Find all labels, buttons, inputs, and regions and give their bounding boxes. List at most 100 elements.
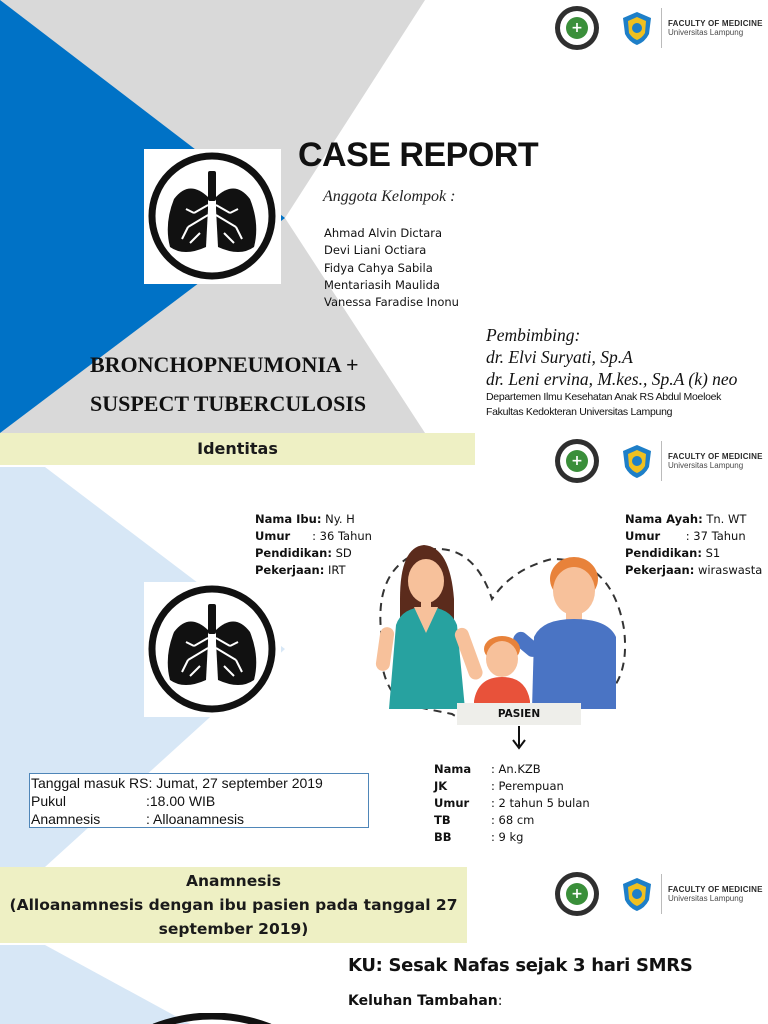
lungs-icon bbox=[152, 1013, 272, 1024]
info-key: Pendidikan: bbox=[625, 546, 702, 560]
patient-key: Nama bbox=[434, 762, 472, 776]
info-value: S1 bbox=[701, 546, 721, 560]
section-title: Anamnesis bbox=[186, 872, 281, 890]
info-row: Umur : 36 Tahun bbox=[255, 528, 372, 545]
info-key: Umur bbox=[255, 529, 291, 543]
diagnosis-line-1: BRONCHOPNEUMONIA + bbox=[90, 352, 359, 377]
university-seal-icon: + bbox=[555, 872, 599, 916]
info-key: Nama Ibu: bbox=[255, 512, 322, 526]
member-item: Ahmad Alvin Dictara bbox=[324, 226, 443, 240]
info-row: Pekerjaan: IRT bbox=[255, 562, 372, 579]
faculty-logo-text: FACULTY OF MEDICINE Universitas Lampung bbox=[668, 885, 763, 903]
member-list: Ahmad Alvin Dictara Devi Liani Octiara F… bbox=[324, 225, 459, 311]
patient-value: : 2 tahun 5 bulan bbox=[491, 796, 590, 810]
admission-row: Pukul :18.00 WIB bbox=[31, 792, 368, 810]
info-key: Pekerjaan: bbox=[255, 563, 325, 577]
section-title-bar: Anamnesis (Alloanamnesis dengan ibu pasi… bbox=[0, 867, 467, 943]
patient-row: TB : 68 cm bbox=[434, 812, 590, 829]
faculty-subtitle: Universitas Lampung bbox=[668, 894, 744, 903]
faculty-title: FACULTY OF MEDICINE bbox=[668, 884, 763, 894]
section-subtitle: september 2019) bbox=[158, 920, 309, 938]
patient-value: : 68 cm bbox=[491, 813, 535, 827]
header-logos: + FACULTY OF MEDICINE Universitas Lampun… bbox=[555, 6, 763, 50]
department-line: Departemen Ilmu Kesehatan Anak RS Abdul … bbox=[486, 391, 722, 403]
father-info: Nama Ayah: Tn. WT Umur : 37 Tahun Pendid… bbox=[625, 511, 762, 579]
patient-value: : An.KZB bbox=[491, 762, 541, 776]
patient-key: BB bbox=[434, 830, 452, 844]
info-row: Nama Ibu: Ny. H bbox=[255, 511, 372, 528]
patient-row: BB : 9 kg bbox=[434, 829, 590, 846]
university-seal-icon: + bbox=[555, 6, 599, 50]
faculty-logo-text: FACULTY OF MEDICINE Universitas Lampung bbox=[668, 19, 763, 37]
unila-shield-icon bbox=[623, 12, 651, 45]
admission-key: Tanggal masuk RS bbox=[31, 775, 149, 791]
member-item: Vanessa Faradise Inonu bbox=[324, 295, 459, 310]
slide-anamnesis: Anamnesis (Alloanamnesis dengan ibu pasi… bbox=[0, 867, 768, 1024]
patient-key: JK bbox=[434, 779, 448, 793]
member-item: Devi Liani Octiara bbox=[324, 243, 427, 258]
supervisor-name: dr. Elvi Suryati, Sp.A bbox=[486, 347, 633, 367]
unila-shield-icon bbox=[623, 878, 651, 911]
member-item: Mentariasih Maulida bbox=[324, 277, 440, 292]
section-title: Identitas bbox=[197, 439, 278, 458]
patient-key: Umur bbox=[434, 796, 470, 810]
logo-divider bbox=[661, 8, 662, 48]
patient-row: Nama : An.KZB bbox=[434, 761, 590, 778]
member-item: Fidya Cahya Sabila bbox=[324, 260, 433, 275]
header-logos: + FACULTY OF MEDICINE Universitas Lampun… bbox=[555, 439, 763, 483]
info-value: Ny. H bbox=[321, 512, 355, 526]
admission-row: Anamnesis: Alloanamnesis bbox=[31, 810, 368, 828]
admission-value: : Jumat, 27 september 2019 bbox=[148, 775, 323, 791]
diagnosis-line-2: SUSPECT TUBERCULOSIS bbox=[90, 391, 367, 416]
info-row: Pendidikan: S1 bbox=[625, 545, 762, 562]
arrow-down-icon bbox=[512, 726, 526, 750]
additional-complaints-label: Keluhan Tambahan: bbox=[348, 993, 503, 1009]
admission-value: :18.00 WIB bbox=[146, 793, 216, 809]
logo-divider bbox=[661, 441, 662, 481]
admission-box: Tanggal masuk RS: Jumat, 27 september 20… bbox=[29, 773, 369, 828]
lung-card bbox=[144, 582, 281, 717]
supervisor-name: dr. Leni ervina, M.kes., Sp.A (k) neo bbox=[486, 369, 738, 389]
diagnosis-title: BRONCHOPNEUMONIA + SUSPECT TUBERCULOSIS bbox=[90, 345, 366, 423]
members-label: Anggota Kelompok : bbox=[323, 188, 456, 205]
patient-value: : Perempuan bbox=[491, 779, 564, 793]
patient-value: : 9 kg bbox=[491, 830, 524, 844]
admission-value: : Alloanamnesis bbox=[146, 811, 245, 827]
faculty-subtitle: Universitas Lampung bbox=[668, 461, 744, 470]
lung-card bbox=[144, 149, 281, 284]
section-subtitle: (Alloanamnesis dengan ibu pasien pada ta… bbox=[9, 896, 458, 914]
info-row: Pekerjaan: wiraswasta bbox=[625, 562, 762, 579]
lungs-icon bbox=[148, 585, 276, 713]
unila-shield-icon bbox=[623, 445, 651, 478]
info-row: Umur : 37 Tahun bbox=[625, 528, 762, 545]
patient-details: Nama : An.KZB JK : Perempuan Umur : 2 tahun… bbox=[434, 761, 590, 846]
patient-key: TB bbox=[434, 813, 451, 827]
supervisor-block: Pembimbing: dr. Elvi Suryati, Sp.A dr. L… bbox=[486, 324, 737, 420]
info-value: SD bbox=[331, 546, 352, 560]
supervisor-label: Pembimbing: bbox=[486, 325, 581, 345]
faculty-title: FACULTY OF MEDICINE bbox=[668, 18, 763, 28]
slide-background bbox=[0, 467, 285, 867]
info-key: Umur bbox=[625, 529, 661, 543]
mother-info: Nama Ibu: Ny. H Umur : 36 Tahun Pendidik… bbox=[255, 511, 372, 579]
faculty-subtitle: Universitas Lampung bbox=[668, 28, 744, 37]
chief-complaint: KU: Sesak Nafas sejak 3 hari SMRS bbox=[348, 955, 693, 976]
info-key: Pendidikan: bbox=[255, 546, 332, 560]
department-line: Fakultas Kedokteran Universitas Lampung bbox=[486, 406, 673, 418]
info-row: Pendidikan: SD bbox=[255, 545, 372, 562]
info-key: Nama Ayah: bbox=[625, 512, 703, 526]
info-value: IRT bbox=[324, 563, 346, 577]
info-value: : 36 Tahun bbox=[290, 529, 372, 543]
info-value: : 37 Tahun bbox=[660, 529, 746, 543]
info-key: Pekerjaan: bbox=[625, 563, 695, 577]
admission-key: Pukul bbox=[31, 793, 67, 809]
patient-tag: PASIEN bbox=[457, 703, 581, 725]
info-value: wiraswasta bbox=[694, 563, 763, 577]
faculty-title: FACULTY OF MEDICINE bbox=[668, 451, 763, 461]
section-title-bar: Identitas bbox=[0, 433, 475, 465]
info-row: Nama Ayah: Tn. WT bbox=[625, 511, 762, 528]
lungs-icon bbox=[148, 152, 276, 280]
case-report-title: CASE REPORT bbox=[298, 136, 539, 174]
admission-row: Tanggal masuk RS: Jumat, 27 september 20… bbox=[31, 774, 368, 792]
patient-row: Umur : 2 tahun 5 bulan bbox=[434, 795, 590, 812]
